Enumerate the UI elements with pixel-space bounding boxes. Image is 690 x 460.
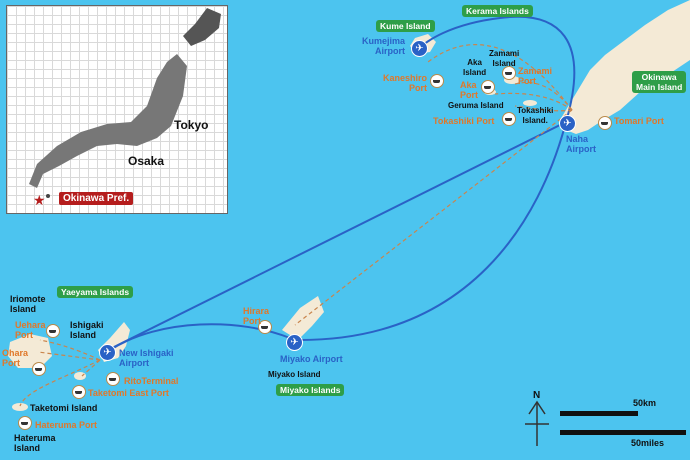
ferry-tomari-tokashiki [514,105,573,112]
ship-icon [598,116,612,130]
plane-icon: ✈ [559,115,576,132]
hirara-port-label: Hirara Port [243,306,270,326]
ferry-rito-ohara [37,351,101,361]
hateruma-island-label: Hateruma Island [14,433,56,453]
air-routes [107,15,576,351]
new-ishigaki-airport-label: New Ishigaki Airport [119,348,174,368]
plane-icon: ✈ [286,334,303,351]
ishigaki-island-label: Ishigaki Island [70,320,104,340]
compass-rose [525,400,549,446]
japan-inset-map: Tokyo Osaka ★ Okinawa Pref. [6,5,228,214]
ship-icon [32,362,46,376]
ship-icon [46,324,60,338]
ferry-routes [19,44,573,407]
ship-icon [72,385,86,399]
taketomi-east-port-label: Taketomi East Port [88,388,169,398]
geruma-island-label: Geruma Island [448,101,504,110]
japan-inset-shape [29,8,221,198]
air-route-miyako-ishigaki [109,323,291,351]
rito-terminal-label: RitoTerminal [124,376,179,386]
tomari-port-label: Tomari Port [614,116,664,126]
taketomi-island-label: Taketomi Island [30,403,98,413]
zamami-port-label: Zamami Port [518,66,553,86]
ferry-rito-uehara [39,339,101,361]
scale-bar-miles [560,430,686,435]
ferry-naha-hirara [294,109,573,326]
yaeyama-islands-tag: Yaeyama Islands [57,286,134,298]
miyako-airport-label: Miyako Airport [280,354,343,364]
ohara-port-label: Ohara Port [2,348,29,368]
plane-icon: ✈ [99,344,116,361]
kerama-islands-tag: Kerama Islands [462,5,533,17]
okinawa-star-icon: ★ [33,192,46,208]
ship-icon [106,372,120,386]
kume-island-tag: Kume Island [376,20,435,32]
ship-icon [481,80,495,94]
aka-island-label: Aka Island [463,58,487,77]
uehara-port-label: Uehara Port [15,320,46,340]
tokyo-label: Tokyo [174,118,209,132]
tokashiki-islet [523,100,537,106]
scale-miles-label: 50miles [631,438,665,448]
north-label: N [533,390,541,401]
ship-icon [18,416,32,430]
tokashiki-island-label: Tokashiki Island. [517,106,554,125]
air-route-naha-miyako [299,121,567,341]
okinawa-pref-label: Okinawa Pref. [59,192,134,205]
ferry-tomari-aka [494,92,573,111]
taketomi-islet [74,372,86,380]
miyako-island-label: Miyako Island [268,370,321,379]
iriomote-island-label: Iriomote Island [10,294,46,314]
ferry-kaneshiro [427,44,573,111]
air-route-naha-ishigaki [107,121,567,351]
osaka-label: Osaka [128,154,165,168]
naha-airport-label: Naha Airport [566,134,596,154]
okinawa-main-island [560,0,690,134]
tokashiki-port-label: Tokashiki Port [433,116,495,126]
ship-icon [258,320,272,334]
aka-port-label: Aka Port [460,80,478,100]
ship-icon [430,74,444,88]
plane-icon: ✈ [411,40,428,57]
hateruma-port-label: Hateruma Port [35,420,98,430]
ferry-rito-hateruma [19,359,101,407]
ship-icon [502,112,516,126]
okinawa-main-island-tag: Okinawa Main Island [632,71,687,93]
miyako-islands-tag: Miyako Islands [276,384,345,396]
ship-icon [502,66,516,80]
iriomote-island-shape [8,334,52,368]
miyako-island-shape [282,296,324,340]
zamami-island-label: Zamami Island [489,49,520,68]
kumejima-airport-label: Kumejima Airport [362,36,406,56]
kaneshiro-port-label: Kaneshiro Port [383,73,428,93]
hateruma-islet [12,403,28,411]
scale-km-label: 50km [633,398,657,408]
scale-bar-km [560,411,638,416]
